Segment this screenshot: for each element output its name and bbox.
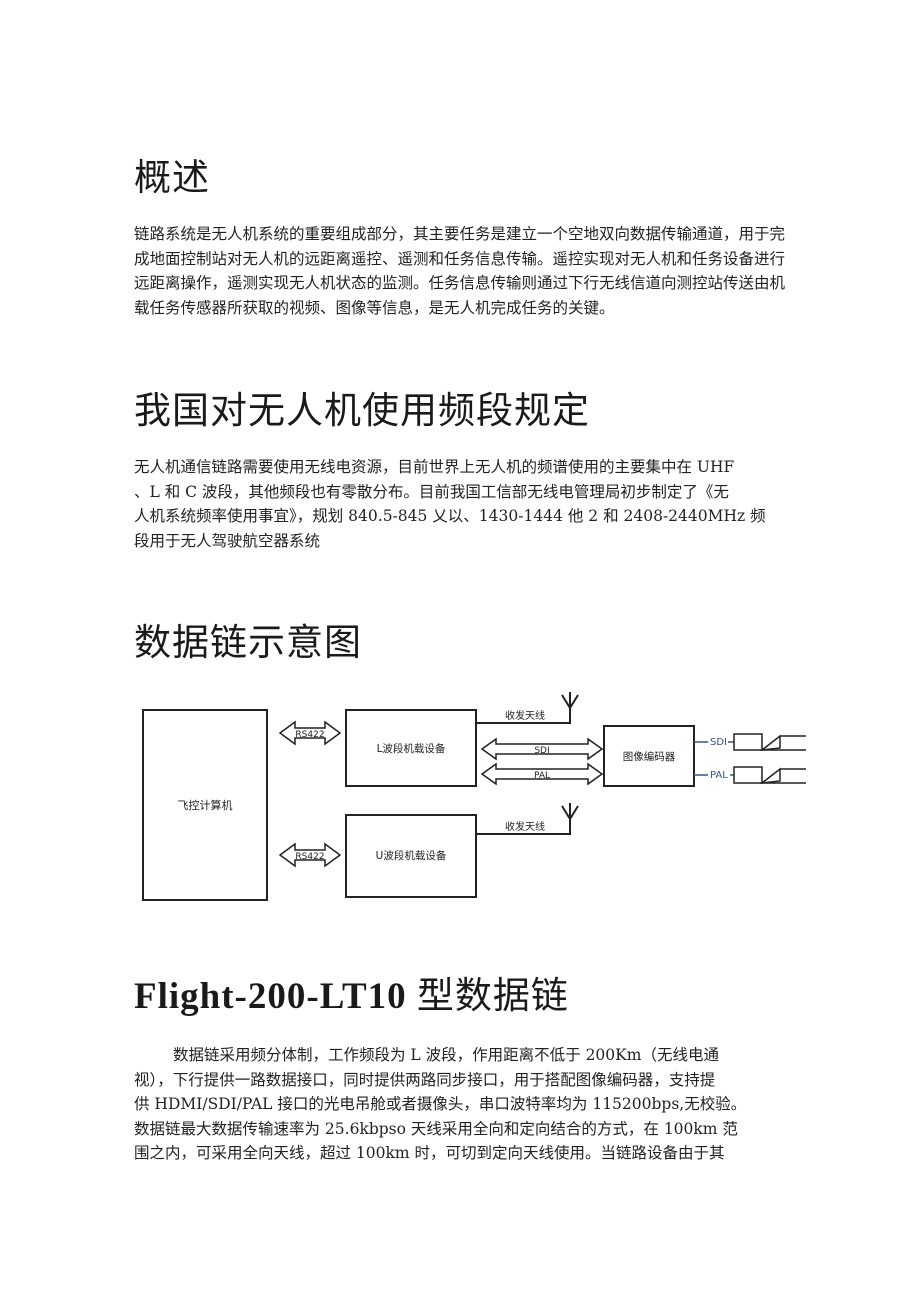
antenna-icon: [561, 692, 579, 709]
text-line: 数据链采用频分体制，工作频段为 L 波段，作用距离不低于 200Km（无线电通: [173, 1046, 719, 1064]
text-line: 载任务传感器所获取的视频、图像等信息，是无人机完成任务的关键。: [134, 298, 615, 317]
camera-icon: [733, 766, 806, 785]
text-line: 、L 和 C 波段，其他频段也有零散分布。目前我国工信部无线电管理局初步制定了《…: [134, 482, 729, 501]
rs422-top-arrow: RS422: [278, 720, 342, 746]
heading-model-name: Flight-200-LT10: [134, 976, 407, 1017]
rs422-bottom-arrow: RS422: [278, 842, 342, 868]
image-encoder-box: [603, 725, 695, 787]
overview-paragraph: 链路系统是无人机系统的重要组成部分，其主要任务是建立一个空地双向数据传输通道，用…: [134, 222, 788, 320]
u-band-device-label: U波段机载设备: [376, 849, 447, 862]
image-encoder-label: 图像编码器: [623, 750, 676, 763]
antenna-line-bottom: [476, 819, 571, 835]
pal-link-label: PAL: [534, 771, 550, 781]
text-line: 视），下行提供一路数据接口，同时提供两路同步接口，用于搭配图像编码器，支持提: [134, 1070, 716, 1089]
text-line: 链路系统是无人机系统的重要组成部分，其主要任务是建立一个空地双向数据传输通道，用…: [134, 225, 786, 243]
text-line: 无人机通信链路需要使用无线电资源，目前世界上无人机的频谱使用的主要集中在 UHF: [134, 458, 735, 476]
antenna-top-label: 收发天线: [505, 709, 545, 722]
frequency-paragraph: 无人机通信链路需要使用无线电资源，目前世界上无人机的频谱使用的主要集中在 UHF…: [134, 455, 788, 553]
flight-computer-label: 飞控计算机: [178, 798, 233, 812]
section-heading-flight: Flight-200-LT10 型数据链: [134, 965, 569, 1019]
heading-model-suffix: 型数据链: [416, 974, 569, 1017]
u-band-device-box: [345, 814, 477, 898]
camera-icon: [733, 733, 806, 752]
antenna-line-top: [476, 708, 571, 724]
flight-paragraph: 数据链采用频分体制，工作频段为 L 波段，作用距离不低于 200Km（无线电通 …: [134, 1043, 788, 1166]
section-heading-frequency: 我国对无人机使用频段规定: [134, 389, 590, 432]
text-line: 围之内，可采用全向天线，超过 100km 时，可切到定向天线使用。当链路设备由于…: [134, 1144, 725, 1162]
antenna-bottom-label: 收发天线: [505, 820, 545, 833]
l-band-device-box: [345, 709, 477, 787]
section-heading-diagram: 数据链示意图: [134, 621, 362, 664]
section-heading-overview: 概述: [134, 156, 210, 199]
pal-out-label: PAL: [710, 770, 728, 781]
text-line: 数据链最大数据传输速率为 25.6kbpso 天线采用全向和定向结合的方式，在 …: [134, 1119, 738, 1138]
sdi-link-label: SDI: [534, 746, 549, 756]
text-line: 人机系统频率使用事宜》，规划 840.5-845 乂以、1430-1444 他 …: [134, 507, 766, 525]
pal-link-arrow: PAL: [480, 762, 604, 786]
rs422-bottom-label: RS422: [295, 852, 324, 862]
text-line: 远距离操作，遥测实现无人机状态的监测。任务信息传输则通过下行无线信道向测控站传送…: [134, 274, 786, 292]
data-link-diagram: 飞控计算机 RS422 L波段机载设备 收发天线 SDI PAL 图像编码器 S…: [142, 692, 806, 901]
rs422-top-label: RS422: [295, 730, 324, 740]
flight-computer-box: [142, 709, 268, 901]
antenna-icon: [561, 803, 579, 820]
text-line: 段用于无人驾驶航空器系统: [134, 531, 321, 550]
sdi-out-label: SDI: [710, 737, 727, 748]
l-band-device-label: L波段机载设备: [377, 742, 446, 755]
text-line: 供 HDMI/SDI/PAL 接口的光电吊舱或者摄像头，串口波特率均为 1152…: [134, 1095, 747, 1113]
text-line: 成地面控制站对无人机的远距离遥控、遥测和任务信息传输。遥控实现对无人机和任务设备…: [134, 249, 786, 268]
sdi-link-arrow: SDI: [480, 737, 604, 761]
